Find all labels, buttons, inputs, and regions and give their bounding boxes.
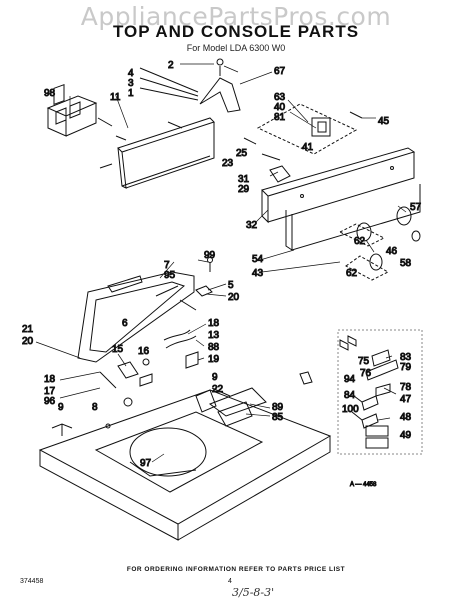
callout-20-left: 20 [22, 336, 34, 347]
callout-54: 54 [252, 254, 264, 265]
callout-7: 7 [164, 260, 170, 271]
callout-43: 43 [252, 268, 264, 279]
callout-63: 63 [274, 92, 286, 103]
callout-81: 81 [274, 112, 286, 123]
callout-13: 13 [208, 330, 220, 341]
window-panel-part [46, 84, 98, 137]
callout-88: 88 [208, 342, 220, 353]
callout-8: 8 [92, 402, 98, 413]
callout-18-lower: 18 [44, 374, 56, 385]
callout-94: 94 [344, 374, 356, 385]
console-back-panel-part [261, 147, 421, 251]
callout-46: 46 [386, 246, 398, 257]
callout-84: 84 [344, 390, 356, 401]
console-bracket-part [139, 58, 241, 113]
callout-22: 22 [212, 384, 224, 395]
callout-75: 75 [358, 356, 370, 367]
control-knobs-part [338, 206, 421, 281]
lid-switch-part [179, 257, 213, 311]
inset-frame [337, 329, 423, 455]
callout-29: 29 [238, 184, 250, 195]
washer-lid-part [77, 271, 195, 363]
callout-98: 98 [44, 88, 56, 99]
page-title: TOP AND CONSOLE PARTS [112, 22, 360, 41]
callout-58: 58 [400, 258, 412, 269]
figure-code: A — 4458 [350, 482, 377, 488]
callout-97: 97 [140, 458, 152, 469]
callout-15: 15 [112, 344, 124, 355]
callout-41: 41 [302, 142, 314, 153]
callout-45: 45 [378, 116, 390, 127]
page-number: 4 [228, 578, 232, 585]
callout-5: 5 [228, 280, 234, 291]
callout-labels: 2 67 4 3 1 98 11 63 40 81 45 41 25 23 31… [22, 60, 423, 489]
callout-11: 11 [110, 92, 121, 103]
callout-9-left: 9 [58, 402, 64, 413]
callout-89: 89 [272, 402, 284, 413]
callout-3: 3 [128, 78, 134, 89]
callout-23: 23 [222, 158, 234, 169]
callout-4: 4 [128, 68, 134, 79]
model-subtitle: For Model LDA 6300 W0 [186, 43, 286, 53]
callout-67: 67 [274, 66, 286, 77]
callout-21: 21 [22, 324, 34, 335]
watermark: AppliancePartsPros.com [80, 2, 392, 31]
switch-parts-inset [339, 335, 399, 449]
callout-6: 6 [122, 318, 128, 329]
callout-18-upper: 18 [208, 318, 220, 329]
cabinet-top-part [38, 371, 332, 541]
timer-switch-assembly [243, 103, 363, 183]
callout-85: 85 [272, 412, 284, 423]
callout-76: 76 [360, 368, 372, 379]
callout-32: 32 [246, 220, 258, 231]
callout-79: 79 [400, 362, 412, 373]
console-front-panel-part [97, 117, 215, 189]
handwritten-note: 3/5-8-3' [232, 586, 275, 599]
callout-16: 16 [138, 346, 150, 357]
callout-9-right: 9 [212, 372, 218, 383]
callout-20-lid: 20 [228, 292, 240, 303]
callout-47: 47 [400, 394, 412, 405]
callout-96: 96 [44, 396, 56, 407]
document-number: 374458 [20, 578, 44, 585]
callout-100: 100 [342, 404, 359, 415]
callout-95: 95 [164, 270, 176, 281]
callout-83: 83 [400, 352, 412, 363]
callout-62-upper: 62 [354, 236, 366, 247]
callout-57: 57 [410, 202, 422, 213]
callout-48: 48 [400, 412, 412, 423]
callout-31: 31 [238, 174, 250, 185]
callout-99: 99 [204, 250, 216, 261]
lid-hinge-part [99, 329, 199, 389]
callout-2: 2 [168, 60, 174, 71]
callout-1: 1 [128, 88, 134, 99]
ordering-footer: FOR ORDERING INFORMATION REFER TO PARTS … [126, 566, 346, 573]
callout-17: 17 [44, 386, 56, 397]
callout-leader-lines [35, 63, 407, 463]
callout-49: 49 [400, 430, 412, 441]
callout-78: 78 [400, 382, 412, 393]
callout-19: 19 [208, 354, 220, 365]
callout-62-lower: 62 [346, 268, 358, 279]
callout-40: 40 [274, 102, 286, 113]
callout-25: 25 [236, 148, 248, 159]
